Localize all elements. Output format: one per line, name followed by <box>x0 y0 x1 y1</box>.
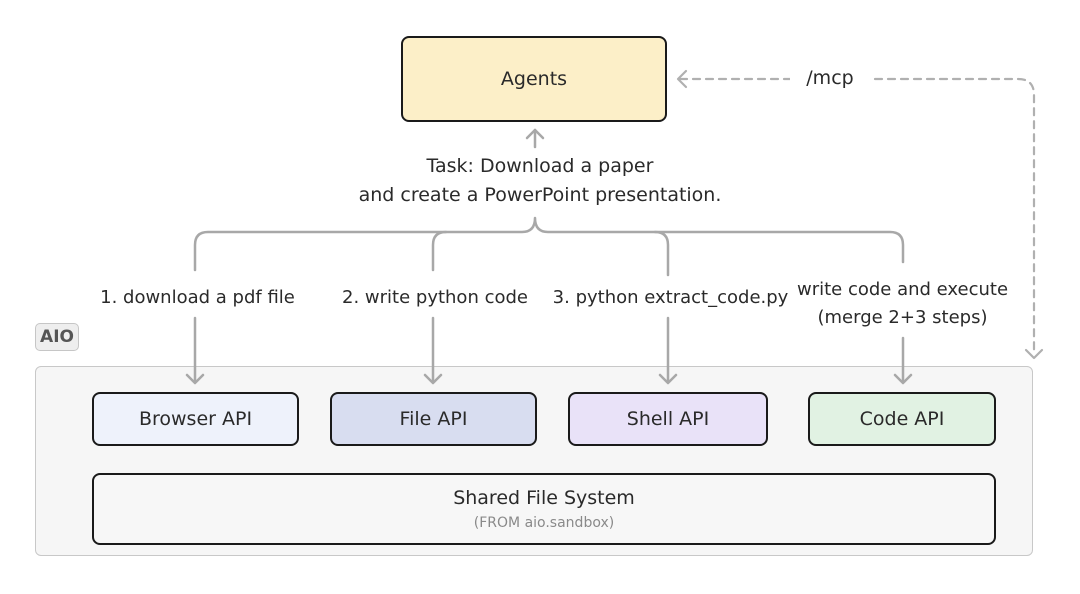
step-label-2: 2. write python code <box>342 287 528 308</box>
mcp-label: /mcp <box>790 67 870 89</box>
shared-file-system-subtitle: (FROM aio.sandbox) <box>473 515 615 531</box>
browser-api-label: Browser API <box>138 408 253 430</box>
mcp-arrow-down-head <box>1024 348 1044 360</box>
mcp-dashed-line <box>678 77 1036 357</box>
shell-api-box: Shell API <box>568 392 768 446</box>
code-api-label: Code API <box>859 408 945 430</box>
file-api-box: File API <box>330 392 537 446</box>
code-api-box: Code API <box>808 392 996 446</box>
aio-tag: AIO <box>35 323 79 351</box>
shared-file-system-box: Shared File System (FROM aio.sandbox) <box>92 473 996 545</box>
step-label-4-line-1: write code and execute <box>796 279 1009 300</box>
arrow-code-head <box>893 373 913 385</box>
step-label-3: 3. python extract_code.py <box>552 287 789 308</box>
brace-branch-2 <box>431 230 448 272</box>
step-label-1: 1. download a pdf file <box>100 287 295 308</box>
task-brace <box>193 216 905 272</box>
mcp-arrow-left-head <box>676 69 688 89</box>
step-label-4: write code and execute (merge 2+3 steps) <box>785 276 1020 332</box>
arrow-to-agents-head <box>525 128 545 140</box>
arrow-browser-head <box>185 373 205 385</box>
brace-branch-3 <box>653 230 670 277</box>
task-line-2: and create a PowerPoint presentation. <box>358 184 722 206</box>
shared-file-system-title: Shared File System <box>453 487 635 509</box>
task-line-1: Task: Download a paper <box>426 155 654 177</box>
arrow-file-head <box>423 373 443 385</box>
step-label-4-line-2: (merge 2+3 steps) <box>817 307 988 328</box>
task-description: Task: Download a paper and create a Powe… <box>330 152 750 210</box>
arrow-shell-head <box>658 373 678 385</box>
agents-box: Agents <box>401 36 667 122</box>
shell-api-label: Shell API <box>626 408 710 430</box>
file-api-label: File API <box>399 408 468 430</box>
agents-label: Agents <box>500 68 568 90</box>
browser-api-box: Browser API <box>92 392 299 446</box>
